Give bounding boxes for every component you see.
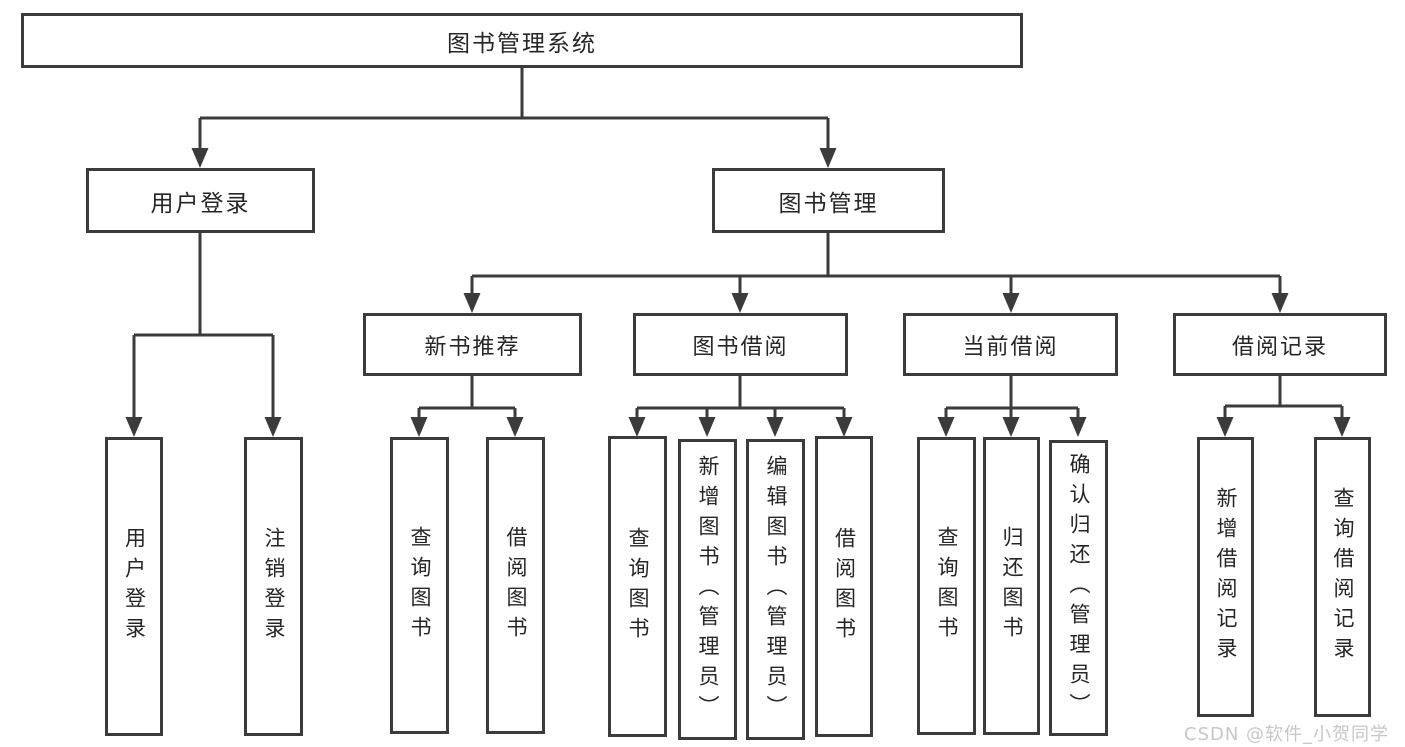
node-current-return-books-label: 归还图书 [1000,526,1024,646]
arrowhead [1271,293,1289,313]
node-recommend-query-books-label: 查询图书 [408,525,432,646]
node-logout-action: 注销登录 [244,437,303,736]
node-book-borrow: 图书借阅 [633,313,848,376]
arrowhead [463,293,481,313]
arrowhead [191,148,209,168]
node-records-query-record-label: 查询借阅记录 [1331,487,1355,667]
arrowhead [1002,293,1020,313]
arrowhead [410,417,428,437]
arrowhead [937,417,955,437]
connector-current-branch [944,376,1080,419]
arrowhead [125,417,143,437]
node-recommend-borrow-books: 借阅图书 [486,437,545,734]
node-logout-action-label: 注销登录 [262,526,286,647]
node-root: 图书管理系统 [21,13,1023,68]
node-records-add-record: 新增借阅记录 [1197,437,1254,717]
arrowhead [264,417,282,437]
node-records-add-record-label: 新增借阅记录 [1214,487,1238,667]
node-book-borrow-label: 图书借阅 [692,334,789,360]
node-current-query-books-label: 查询图书 [935,526,959,646]
arrowhead [835,417,853,437]
node-user-login-action-label: 用户登录 [122,526,147,647]
node-borrow-records: 借阅记录 [1173,313,1387,376]
arrowhead [1002,417,1020,437]
node-current-return-books: 归还图书 [983,437,1040,735]
node-borrow-query-books-label: 查询图书 [626,526,650,647]
node-current-confirm-return-admin-label: 确认归还（管理员） [1067,453,1091,723]
connector-recommend-branch [417,376,517,419]
node-root-label: 图书管理系统 [447,30,597,57]
node-borrow-borrow-books: 借阅图书 [815,436,873,737]
node-current-confirm-return-admin: 确认归还（管理员） [1049,440,1108,736]
node-recommend-query-books: 查询图书 [390,437,449,734]
arrowhead [506,417,524,437]
node-user-login: 用户登录 [86,168,315,233]
node-book-management: 图书管理 [712,168,945,233]
arrowhead [819,148,837,168]
arrowhead [1216,417,1234,437]
node-borrow-edit-books-admin: 编辑图书（管理员） [746,439,805,740]
arrowhead [628,417,646,437]
connector-user-login-branch [132,233,275,419]
node-new-book-recommend-label: 新书推荐 [424,334,521,360]
connector-records-branch [1223,376,1344,419]
node-current-query-books: 查询图书 [917,437,976,735]
arrowhead [1069,417,1087,437]
node-records-query-record: 查询借阅记录 [1314,437,1371,717]
node-borrow-borrow-books-label: 借阅图书 [832,526,857,647]
node-borrow-query-books: 查询图书 [608,436,667,737]
node-borrow-edit-books-admin-label: 编辑图书（管理员） [764,454,788,725]
node-borrow-records-label: 借阅记录 [1231,334,1328,360]
node-borrow-add-books-admin-label: 新增图书（管理员） [696,454,720,725]
arrowhead [766,417,784,437]
node-new-book-recommend: 新书推荐 [363,313,582,376]
connector-book-mgmt-branch [470,233,1282,295]
arrowhead [698,417,716,437]
node-recommend-borrow-books-label: 借阅图书 [504,525,528,646]
arrowhead [1333,417,1351,437]
arrowhead [731,293,749,313]
csdn-watermark: CSDN @软件_小贺同学 [1184,724,1390,745]
node-user-login-label: 用户登录 [150,190,251,217]
node-user-login-action: 用户登录 [105,437,163,736]
node-current-borrow: 当前借阅 [903,313,1118,376]
node-current-borrow-label: 当前借阅 [962,334,1059,360]
node-borrow-add-books-admin: 新增图书（管理员） [678,439,737,740]
connector-borrow-branch [635,376,846,419]
node-book-management-label: 图书管理 [778,190,879,217]
connector-root-to-level2 [198,68,830,150]
